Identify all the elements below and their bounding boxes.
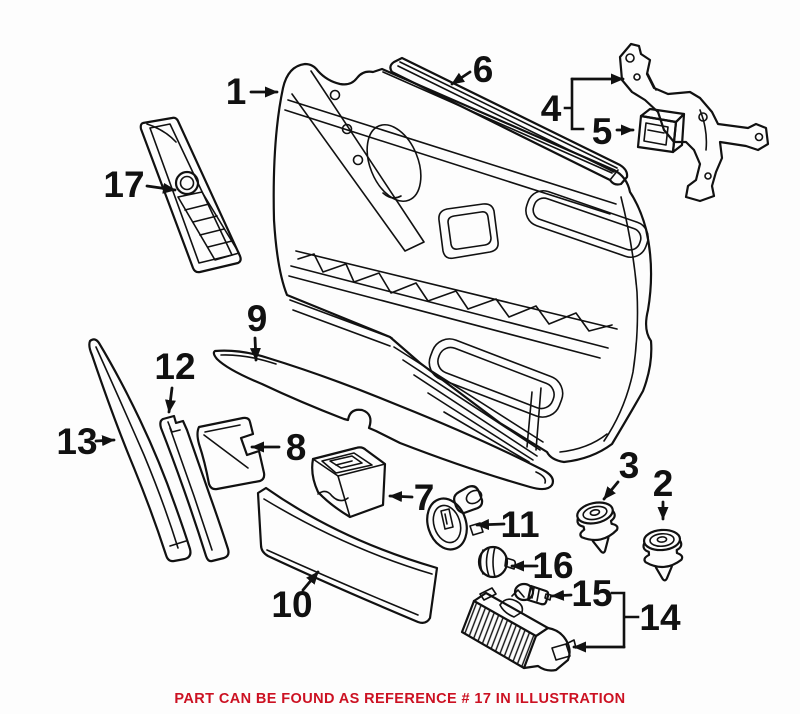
- trim-strip-long: [88, 338, 192, 563]
- callout-arrow-7: [388, 491, 414, 503]
- reference-note: PART CAN BE FOUND AS REFERENCE # 17 IN I…: [174, 691, 625, 707]
- callout-label-12: 12: [154, 346, 195, 387]
- callout-label-16: 16: [532, 545, 573, 586]
- window-weatherstrip: [389, 56, 629, 186]
- callout-arrow-17: [145, 182, 177, 194]
- callout-bracket-4: [563, 77, 585, 131]
- callout-arrow-10: [301, 570, 320, 592]
- callout-label-6: 6: [473, 49, 494, 90]
- callout-label-8: 8: [286, 427, 307, 468]
- trim-strip-small: [159, 414, 230, 563]
- callout-label-17: 17: [103, 164, 144, 205]
- pocket-trim-panel: [256, 486, 439, 624]
- callout-label-13: 13: [56, 421, 97, 462]
- courtesy-lamp: [460, 587, 577, 672]
- callout-arrow-15: [550, 589, 573, 601]
- callout-label-14: 14: [639, 597, 681, 638]
- callout-label-4: 4: [541, 88, 562, 129]
- callout-arrow-6: [450, 70, 472, 86]
- callout-label-5: 5: [592, 111, 613, 152]
- callout-label-1: 1: [226, 71, 247, 112]
- callout-label-15: 15: [571, 573, 612, 614]
- callout-label-3: 3: [619, 445, 640, 486]
- armrest-trim: [212, 349, 555, 491]
- bulb-socket: [426, 485, 484, 551]
- callout-label-10: 10: [271, 584, 312, 625]
- switch-housing: [311, 446, 387, 519]
- callout-label-7: 7: [414, 477, 435, 518]
- callout-label-2: 2: [653, 463, 674, 504]
- callout-label-9: 9: [247, 298, 268, 339]
- lens-cap: [477, 545, 517, 579]
- door-panel: [272, 62, 653, 464]
- pull-handle-trim: [196, 416, 266, 491]
- callout-arrow-3: [602, 480, 620, 501]
- callout-labels: 1 2 3 4 5 6 7 8 9 10 11 12 13 14 15 16 1…: [56, 49, 681, 638]
- callout-bracket-14: [610, 591, 640, 649]
- callout-arrow-11: [475, 519, 506, 531]
- callout-arrow-9: [249, 336, 261, 362]
- callout-arrow-13: [94, 435, 116, 447]
- window-switch-panel: [139, 116, 242, 274]
- callout-arrow-12: [165, 386, 176, 414]
- control-module: [636, 107, 686, 154]
- callout-arrows: [94, 70, 669, 653]
- callout-label-11: 11: [500, 504, 539, 545]
